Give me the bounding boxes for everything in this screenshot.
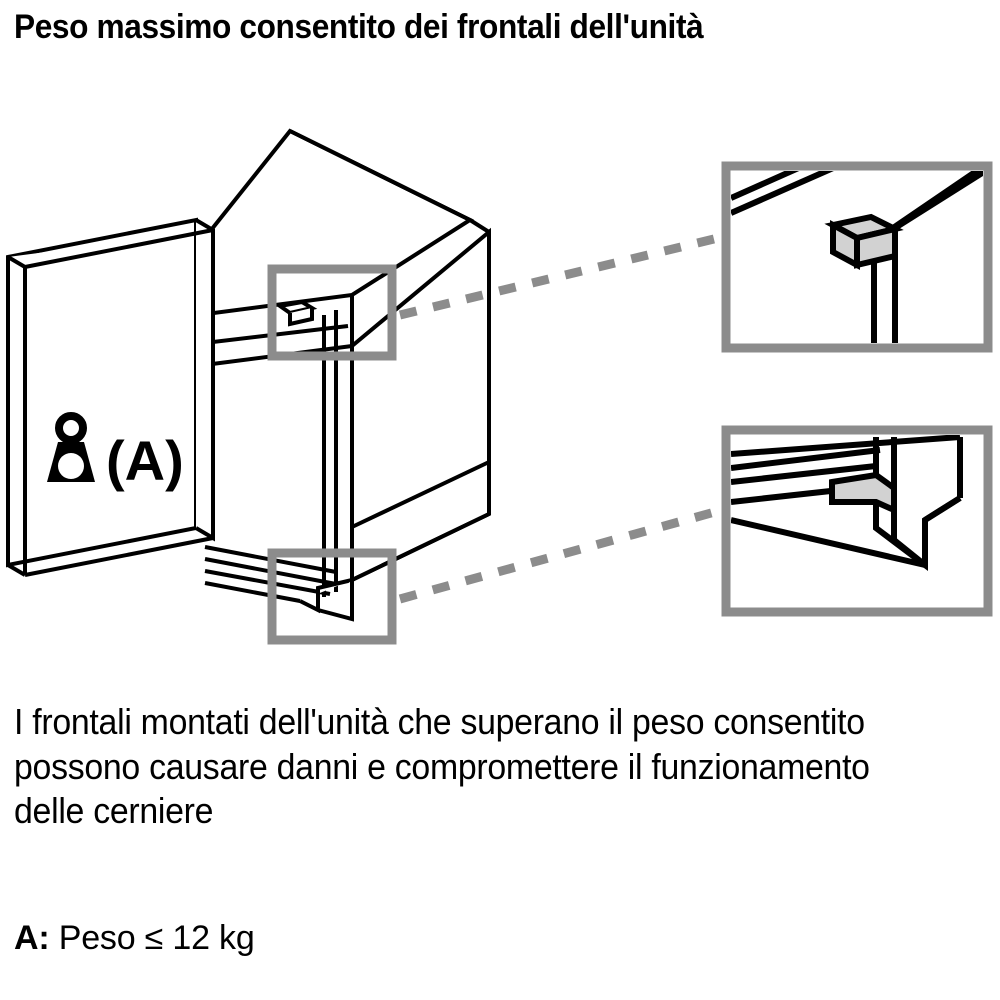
weight-icon bbox=[47, 412, 95, 482]
upper-hinge-block-side bbox=[288, 308, 314, 327]
appliance-body bbox=[132, 128, 491, 622]
upper-hinge-detail bbox=[721, 161, 993, 353]
front-panel-thickness bbox=[194, 218, 215, 542]
bottom-notch bbox=[299, 578, 353, 614]
page-title: Peso massimo consentito dei frontali del… bbox=[14, 8, 704, 46]
lower-callout-connector bbox=[398, 505, 724, 604]
body-plinth-band-top bbox=[351, 460, 490, 529]
lower-hinge-part bbox=[829, 471, 897, 515]
lower-hinge-callout bbox=[267, 548, 397, 645]
legend-value: Peso ≤ 12 kg bbox=[58, 919, 255, 957]
illustration-svg: (A) bbox=[6, 128, 993, 645]
upper-hinge-part bbox=[824, 213, 904, 271]
appliance-illustration: (A) bbox=[0, 110, 1000, 670]
panel-label: (A) bbox=[106, 429, 184, 492]
legend-line: A: Peso ≤ 12 kg bbox=[14, 919, 255, 957]
front-panel bbox=[6, 217, 215, 577]
body-top-back-edge bbox=[289, 129, 471, 222]
body-plinth-band-bottom bbox=[351, 512, 490, 582]
legend-key: A: bbox=[14, 919, 50, 957]
front-panel-bottom-left bbox=[6, 563, 27, 577]
lower-hinge-detail bbox=[721, 425, 993, 617]
bottom-notch-right bbox=[317, 580, 354, 622]
upper-hinge-callout bbox=[267, 264, 397, 361]
front-panel-face bbox=[6, 217, 198, 568]
rail-4 bbox=[204, 581, 301, 603]
body-paragraph: I frontali montati dell'unità che supera… bbox=[14, 701, 870, 832]
front-panel-bottom-edge bbox=[24, 536, 214, 577]
upper-callout-connector bbox=[398, 232, 724, 320]
